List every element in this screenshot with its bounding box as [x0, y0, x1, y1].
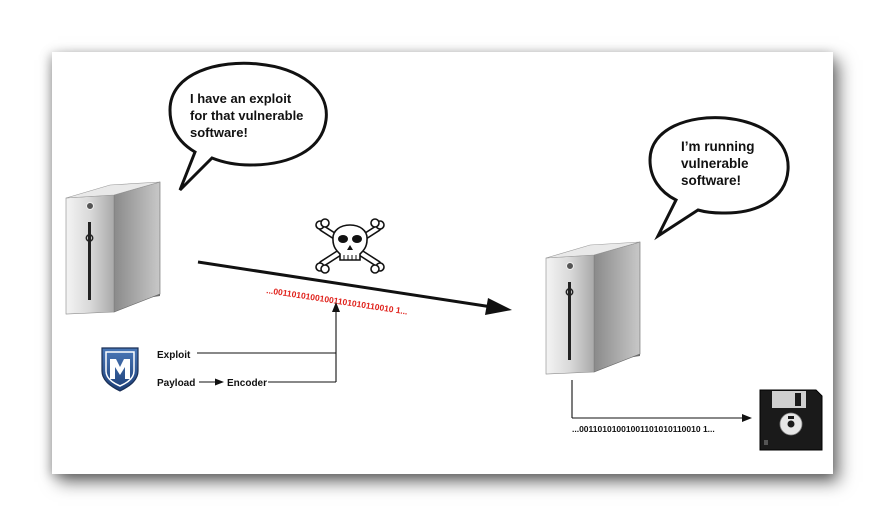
attacker-speech-line: software! [190, 125, 248, 140]
payload-label: Payload [157, 378, 195, 389]
target-speech-line: I’m running [681, 139, 755, 154]
attacker-speech-line: I have an exploit [190, 91, 292, 106]
target-server-tower-icon [545, 241, 641, 375]
skull-crossbones-icon [315, 218, 385, 274]
output-bitstream: ...00110101001001101010110010 1... [572, 424, 715, 434]
target-speech-line: software! [681, 173, 741, 188]
target-speech-line: vulnerable [681, 156, 749, 171]
encoder-label: Encoder [227, 378, 267, 389]
metasploit-shield-icon [101, 347, 139, 392]
attacker-speech-line: for that vulnerable [190, 108, 303, 123]
exploit-label: Exploit [157, 350, 191, 361]
target-speech-bubble: I’m running vulnerable software! [648, 116, 790, 241]
floppy-disk-icon [759, 389, 823, 451]
payload-encoder-arrowhead [215, 378, 224, 386]
attack-arrow [197, 260, 512, 315]
attacker-speech-bubble: I have an exploit for that vulnerable so… [168, 61, 328, 192]
output-connector [571, 380, 744, 419]
framework-connectors [197, 310, 337, 383]
connector-arrowhead-up [332, 302, 340, 312]
attacker-server-tower-icon [65, 181, 161, 315]
output-arrowhead [742, 414, 752, 422]
